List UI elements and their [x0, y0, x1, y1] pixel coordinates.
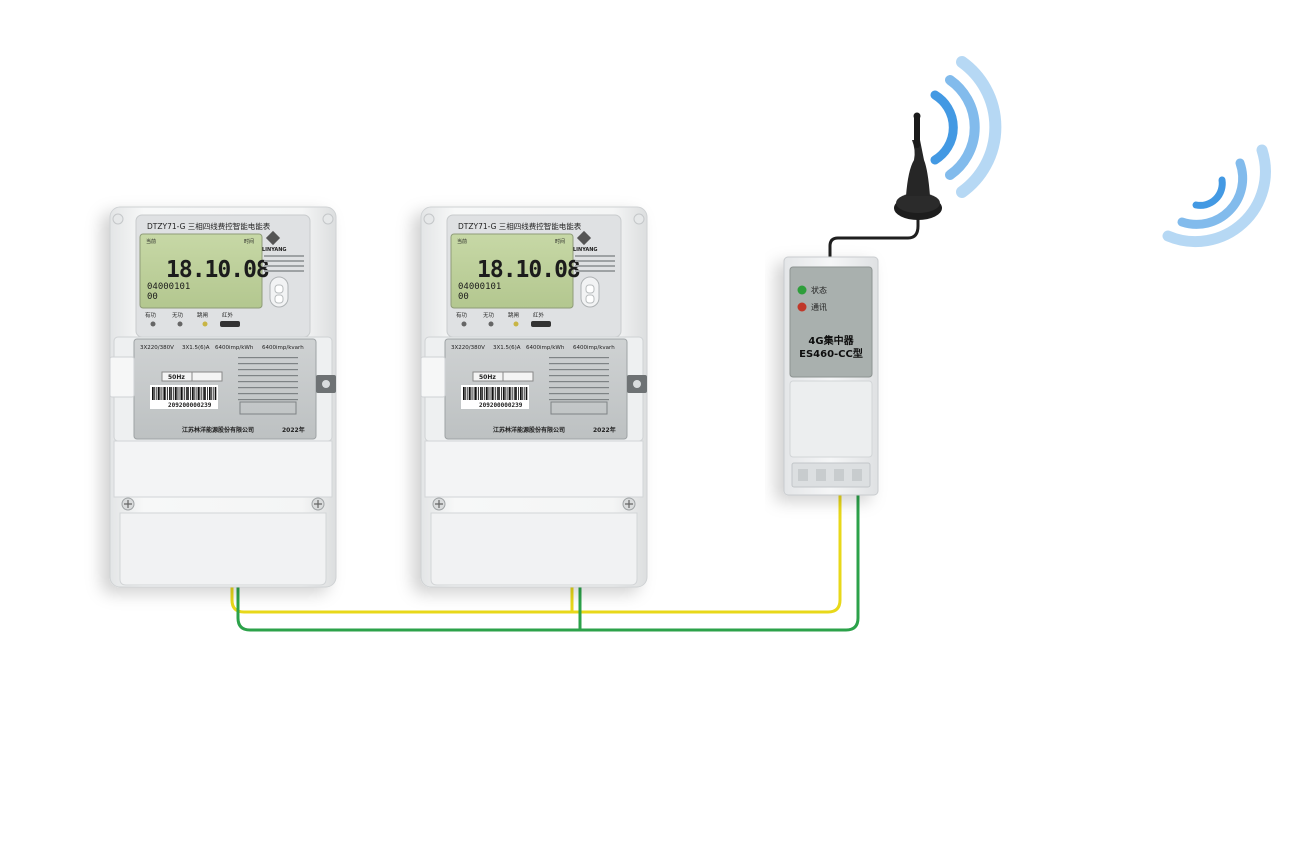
concentrator-name: 4G集中器: [808, 334, 854, 347]
indicator-led: [461, 321, 467, 327]
indicator-label: 跳闸: [508, 311, 519, 319]
spec-current: 3X1.5(6)A: [182, 345, 210, 351]
lcd-tag-right: 时间: [244, 238, 254, 245]
comm-label: 通讯: [811, 302, 827, 312]
spec-current: 3X1.5(6)A: [493, 345, 521, 351]
serial-number: 209200000239: [168, 402, 212, 409]
concentrator-model: ES460-CC型: [799, 347, 863, 360]
antenna: [894, 112, 942, 220]
terminal-block: [791, 462, 871, 488]
spec-active-constant: 6400imp/kWh: [215, 345, 254, 351]
indicator-led: [202, 321, 208, 327]
spec-reactive-constant: 6400imp/kvarh: [573, 345, 615, 351]
manufacturer: 江苏林洋能源股份有限公司: [182, 426, 254, 434]
barcode: [461, 385, 529, 409]
meter-brand: LINYANG: [262, 247, 287, 253]
comm-led: [797, 302, 807, 312]
lcd-tag-left: 当前: [146, 238, 156, 245]
serial-number: 209200000239: [479, 402, 523, 409]
meter-reading: 18.10.08: [166, 257, 269, 283]
indicator-label: 无功: [483, 311, 495, 319]
green-wire: [236, 495, 860, 632]
indicator-label: 无功: [172, 311, 184, 319]
antenna-cable: [828, 214, 920, 260]
spec-active-constant: 6400imp/kWh: [526, 345, 565, 351]
lcd-display: [450, 233, 574, 309]
spec-voltage: 3X220/380V: [140, 345, 174, 351]
barcode: [150, 385, 218, 409]
frequency: 50Hz: [168, 374, 185, 381]
status-label: 状态: [811, 285, 827, 295]
signal-waves-remote: [1162, 144, 1271, 248]
indicator-label: 有功: [145, 311, 157, 319]
indicator-label: 红外: [533, 311, 545, 319]
meter-sub-reading-2: 00: [147, 292, 158, 302]
meter-sub-reading-2: 00: [458, 292, 469, 302]
meter-model-title: DTZY71-G 三相四线费控智能电能表: [147, 221, 271, 231]
indicator-label: 红外: [222, 311, 234, 319]
indicator-label: 有功: [456, 311, 468, 319]
lcd-display: [139, 233, 263, 309]
indicator-led: [488, 321, 494, 327]
lcd-tag-left: 当前: [457, 238, 467, 245]
status-led: [797, 285, 807, 295]
manufacturer: 江苏林洋能源股份有限公司: [493, 426, 565, 434]
frequency: 50Hz: [479, 374, 496, 381]
meter-model-title: DTZY71-G 三相四线费控智能电能表: [458, 221, 582, 231]
meter-sub-reading: 04000101: [147, 282, 190, 292]
meter-sub-reading: 04000101: [458, 282, 501, 292]
indicator-label: 跳闸: [197, 311, 208, 319]
manufacture-year: 2022年: [282, 426, 305, 434]
lcd-tag-right: 时间: [555, 238, 565, 245]
indicator-led: [513, 321, 519, 327]
signal-waves-antenna: [930, 56, 1002, 198]
wiring: [230, 214, 920, 632]
meter-brand: LINYANG: [573, 247, 598, 253]
4g-concentrator: 状态 通讯 4G集中器 ES460-CC型: [783, 256, 879, 496]
spec-voltage: 3X220/380V: [451, 345, 485, 351]
meter-reading: 18.10.08: [477, 257, 580, 283]
manufacture-year: 2022年: [593, 426, 616, 434]
spec-reactive-constant: 6400imp/kvarh: [262, 345, 304, 351]
yellow-wire: [230, 495, 842, 614]
indicator-led: [177, 321, 183, 327]
indicator-led: [150, 321, 156, 327]
